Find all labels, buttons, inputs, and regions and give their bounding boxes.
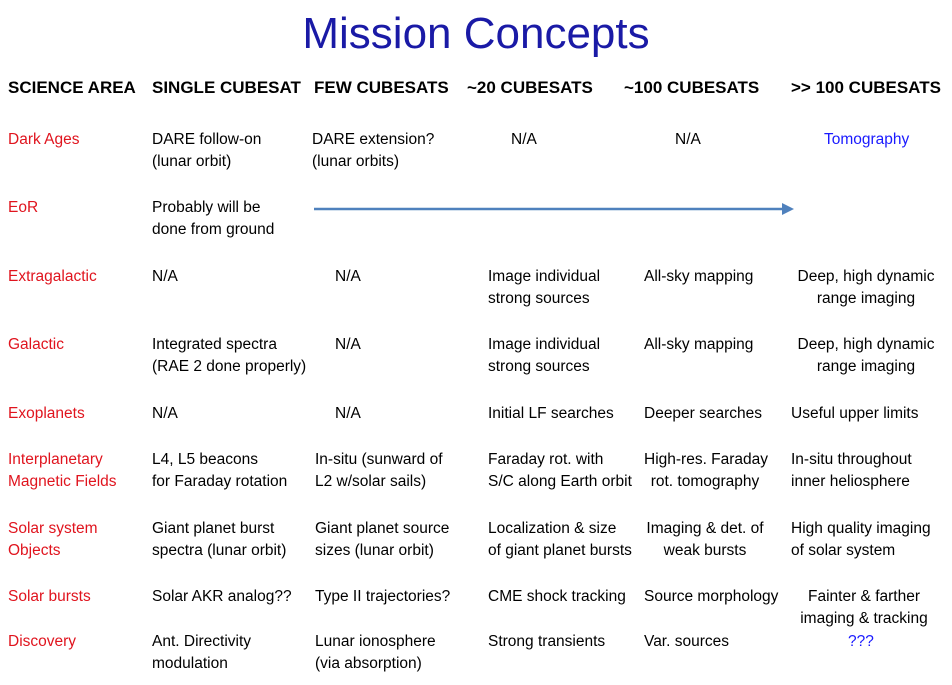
row-area-eor: EoR <box>8 199 39 216</box>
cell-20: CME shock tracking <box>488 588 626 605</box>
page-title: Mission Concepts <box>302 9 650 58</box>
cell-100: All-sky mapping <box>644 336 754 353</box>
cell-single: Integrated spectra(RAE 2 done properly) <box>152 336 307 375</box>
cell-20: N/A <box>511 131 537 148</box>
cell-few: Lunar ionosphere(via absorption) <box>315 633 436 672</box>
cell-many: Tomography <box>824 131 910 148</box>
cell-100: Deeper searches <box>644 405 763 422</box>
cell-single: N/A <box>152 405 178 422</box>
cell-few: DARE extension?(lunar orbits) <box>312 131 435 170</box>
cell-100: N/A <box>675 131 701 148</box>
row-area-galactic: Galactic <box>8 336 64 353</box>
cell-single: DARE follow-on(lunar orbit) <box>152 131 262 170</box>
row-area-exoplanets: Exoplanets <box>8 405 85 422</box>
header-single-cubesat: SINGLE CUBESAT <box>152 78 301 97</box>
cell-many: Useful upper limits <box>791 405 919 422</box>
row-area-extragalactic: Extragalactic <box>8 268 97 285</box>
range-arrow <box>314 203 794 215</box>
cell-100: Var. sources <box>644 633 730 650</box>
row-area-discovery: Discovery <box>8 633 77 650</box>
cell-few: N/A <box>335 336 361 353</box>
cell-20: Initial LF searches <box>488 405 614 422</box>
row-area-solar-bursts: Solar bursts <box>8 588 91 605</box>
cell-single: N/A <box>152 268 178 285</box>
header-20-cubesats: ~20 CUBESATS <box>467 78 593 97</box>
cell-few: Type II trajectories? <box>315 588 451 605</box>
cell-many: ??? <box>848 633 874 650</box>
header-100-cubesats: ~100 CUBESATS <box>624 78 760 97</box>
cell-few: N/A <box>335 268 361 285</box>
header-few-cubesats: FEW CUBESATS <box>314 78 449 97</box>
row-area-dark-ages: Dark Ages <box>8 131 80 148</box>
cell-100: Source morphology <box>644 588 779 605</box>
cell-20: Strong transients <box>488 633 606 650</box>
cell-single: Solar AKR analog?? <box>152 588 292 605</box>
header-many-cubesats: >> 100 CUBESATS <box>791 78 941 97</box>
header-science-area: SCIENCE AREA <box>8 78 136 97</box>
cell-few: N/A <box>335 405 361 422</box>
cell-100: All-sky mapping <box>644 268 754 285</box>
